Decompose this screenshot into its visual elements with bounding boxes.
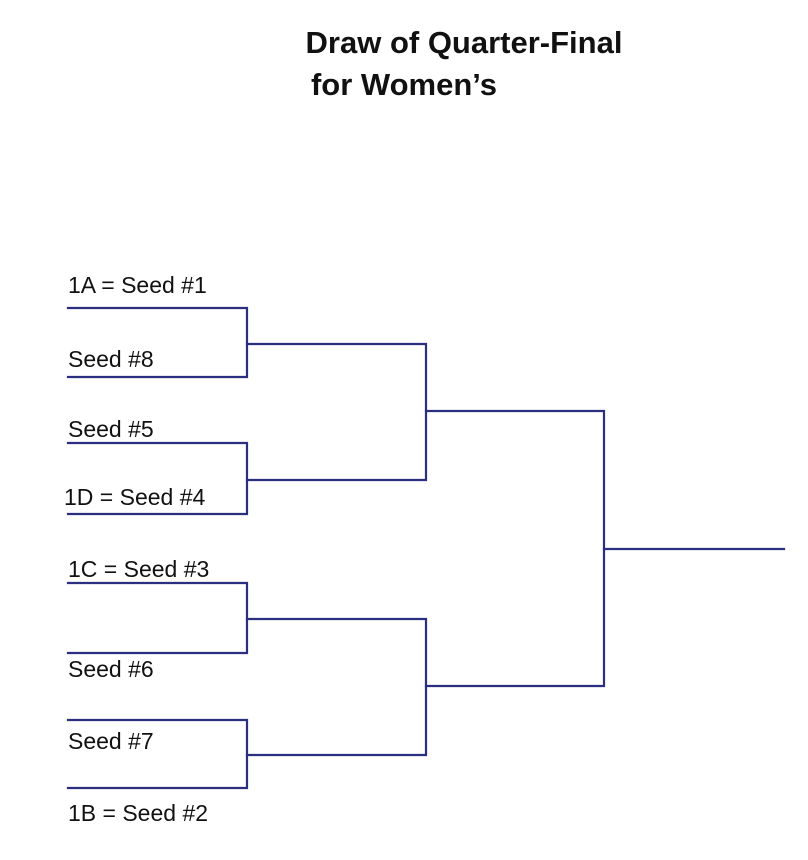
seed-label-8: 1B = Seed #2 [68, 800, 209, 826]
seed-label-1: 1A = Seed #1 [68, 272, 207, 298]
sf-line-match-1 [245, 342, 428, 482]
seed-label-5: 1C = Seed #3 [68, 556, 210, 582]
seed-label-2: Seed #8 [68, 346, 154, 372]
final-line [424, 409, 606, 688]
seed-label-6: Seed #6 [68, 656, 154, 682]
qf-line-match-2 [66, 441, 249, 516]
seed-label-7: Seed #7 [68, 728, 154, 754]
sf-line-match-2 [245, 617, 428, 757]
qf-line-match-4 [66, 718, 249, 790]
qf-line-match-1 [66, 306, 249, 379]
title-line-1: Draw of Quarter-Final [305, 25, 623, 60]
qf-line-match-3 [66, 581, 249, 655]
seed-label-3: Seed #5 [68, 416, 154, 442]
seed-label-4: 1D = Seed #4 [64, 484, 206, 510]
title-line-2: for Women’s [310, 67, 497, 102]
